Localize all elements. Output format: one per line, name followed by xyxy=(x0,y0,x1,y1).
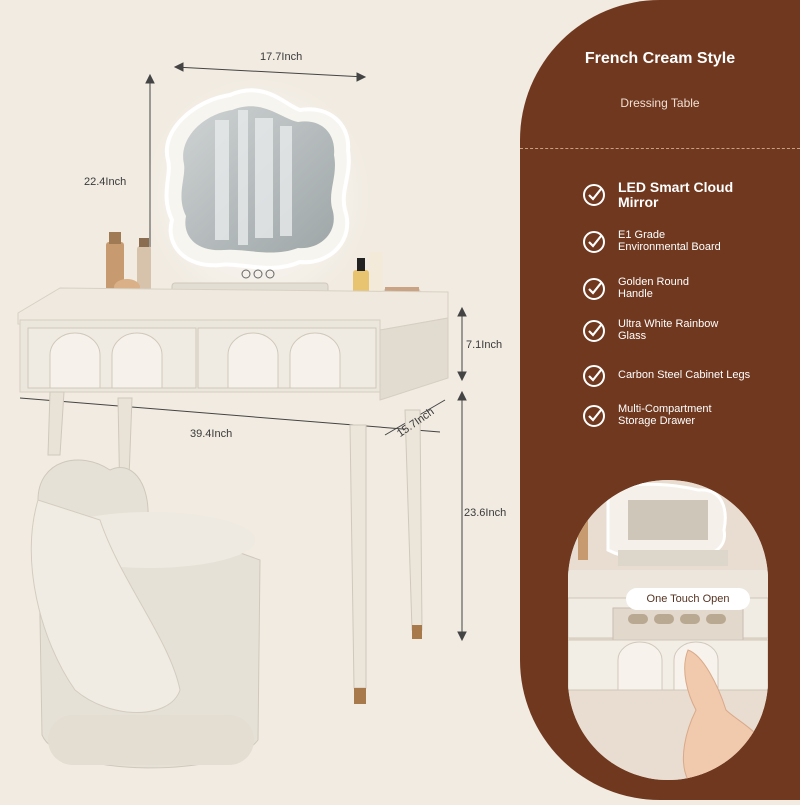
check-icon xyxy=(583,231,605,253)
feature-item: Golden Round Handle xyxy=(582,277,689,301)
mirror-height-label: 22.4Inch xyxy=(84,176,127,188)
feature-label: E1 Grade Environmental Board xyxy=(618,229,721,253)
drawer-right xyxy=(197,327,377,389)
check-icon xyxy=(583,405,605,427)
cosmetics-left xyxy=(106,232,151,295)
feature-item: Ultra White Rainbow Glass xyxy=(582,319,718,343)
feature-label: Ultra White Rainbow Glass xyxy=(618,318,719,342)
touch-button-icon xyxy=(265,269,275,279)
feature-item: E1 Grade Environmental Board xyxy=(582,230,721,254)
feature-label: Multi-Compartment Storage Drawer xyxy=(618,403,712,427)
check-icon xyxy=(583,278,605,300)
divider xyxy=(520,148,800,149)
feature-label: LED Smart Cloud Mirror xyxy=(618,179,734,210)
boucle-stool xyxy=(30,459,261,769)
drawer-detail-illustration xyxy=(568,480,768,780)
one-touch-open-callout: One Touch Open xyxy=(626,588,750,610)
feature-item: LED Smart Cloud Mirror xyxy=(582,180,733,209)
feature-item: Carbon Steel Cabinet Legs xyxy=(582,364,750,388)
mirror-width-label: 17.7Inch xyxy=(260,51,303,63)
feature-item: Multi-Compartment Storage Drawer xyxy=(582,404,712,428)
panel-subtitle: Dressing Table xyxy=(620,96,700,110)
panel-title: French Cream Style xyxy=(584,50,736,67)
check-icon xyxy=(583,365,605,387)
hand-illustration xyxy=(682,649,768,780)
touch-button-icon xyxy=(253,269,263,279)
touch-button-icon xyxy=(241,269,251,279)
check-icon xyxy=(583,183,605,206)
leg-height-label: 23.6Inch xyxy=(464,507,507,519)
drawer-height-label: 7.1Inch xyxy=(466,339,503,351)
drawer-arches xyxy=(49,332,341,389)
table-side xyxy=(379,317,449,401)
feature-label: Carbon Steel Cabinet Legs xyxy=(618,369,751,382)
table-width-label: 39.4Inch xyxy=(190,428,233,440)
mirror-reflection-building xyxy=(215,110,292,245)
check-icon xyxy=(583,320,605,342)
drawer-detail-inset xyxy=(568,480,768,780)
feature-label: Golden Round Handle xyxy=(618,276,689,300)
